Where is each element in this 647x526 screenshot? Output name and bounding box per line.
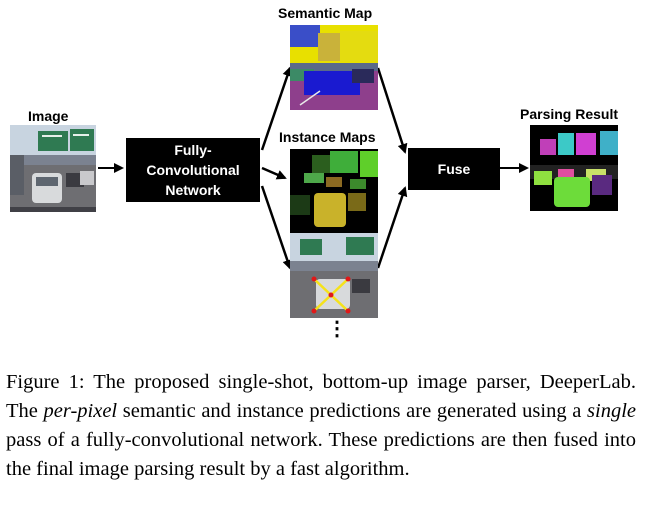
more-maps-ellipsis: ⋮ — [327, 318, 347, 340]
caption-emphasis-single: single — [587, 400, 637, 422]
caption-emphasis-per-pixel: per-pixel — [43, 400, 118, 422]
fcn-line-2: Convolutional — [146, 162, 240, 178]
caption-text-2: semantic and instance predictions are ge… — [117, 400, 588, 422]
fcn-box: Fully- Convolutional Network — [126, 138, 260, 202]
arrow-fcn-to-instance-a — [261, 166, 287, 180]
image-label: Image — [28, 108, 69, 124]
arrow-semantic-to-fuse — [376, 67, 408, 154]
instance-map-image — [290, 149, 378, 234]
semantic-map-label: Semantic Map — [278, 5, 373, 21]
arrow-fcn-to-semantic — [260, 66, 293, 151]
fuse-box: Fuse — [408, 148, 500, 190]
parsing-result-label: Parsing Result — [520, 106, 619, 122]
arrow-instance-to-fuse — [376, 186, 408, 269]
input-image — [10, 125, 96, 212]
semantic-map-image — [290, 25, 378, 110]
parsing-result-image — [530, 125, 618, 211]
instance-regression-image — [290, 233, 378, 318]
caption-text-3: pass of a fully-convolutional network. T… — [6, 429, 636, 480]
fcn-line-1: Fully- — [174, 142, 212, 158]
caption-text-1: Figure 1: The proposed single-shot, bott… — [6, 371, 636, 422]
arrows-layer — [98, 66, 529, 270]
instance-maps-label: Instance Maps — [279, 129, 376, 145]
deeperlab-diagram: Image Semantic Map Instance Maps Parsing… — [10, 5, 619, 340]
fuse-label: Fuse — [437, 161, 471, 177]
arrow-fcn-to-instance-b — [260, 185, 293, 270]
fcn-line-3: Network — [165, 182, 221, 198]
figure-caption: Figure 1: The proposed single-shot, bott… — [6, 368, 636, 484]
